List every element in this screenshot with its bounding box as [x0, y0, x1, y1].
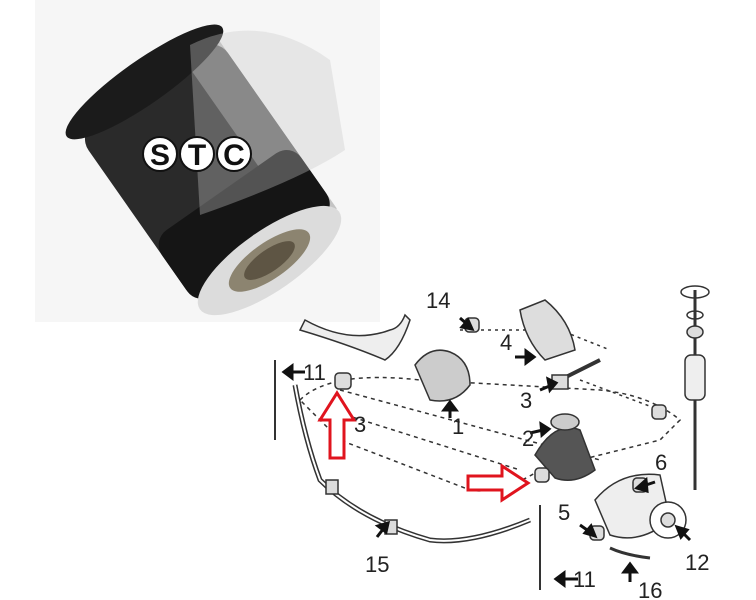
- callout-2: 2: [522, 426, 534, 451]
- callout-16: 16: [638, 578, 662, 600]
- callout-arrows: [281, 316, 692, 588]
- callout-11-right: 11: [573, 567, 596, 592]
- callout-11-left: 11: [303, 360, 326, 385]
- logo-letter-c: C: [223, 139, 245, 172]
- red-right-arrow: [466, 463, 531, 503]
- callout-5: 5: [558, 500, 570, 525]
- callout-1: 1: [452, 414, 464, 439]
- callout-12: 12: [685, 550, 709, 575]
- stc-logo: S T C: [142, 136, 252, 172]
- diagram-lines: [274, 285, 710, 590]
- red-up-arrow: [317, 390, 357, 460]
- callout-labels: 1 2 3 3 4 5 6 11 11 12 14 15 16: [303, 288, 709, 600]
- callout-3-subframe: 3: [354, 412, 366, 437]
- bushing-photo: [65, 24, 345, 316]
- logo-letter-s: S: [150, 139, 170, 172]
- callout-14: 14: [426, 288, 450, 313]
- logo-letter-t: T: [188, 139, 206, 172]
- callout-6: 6: [655, 450, 667, 475]
- callout-4: 4: [500, 330, 512, 355]
- callout-15: 15: [365, 552, 389, 577]
- highlight-arrows: [317, 390, 531, 503]
- callout-3-engine: 3: [520, 388, 532, 413]
